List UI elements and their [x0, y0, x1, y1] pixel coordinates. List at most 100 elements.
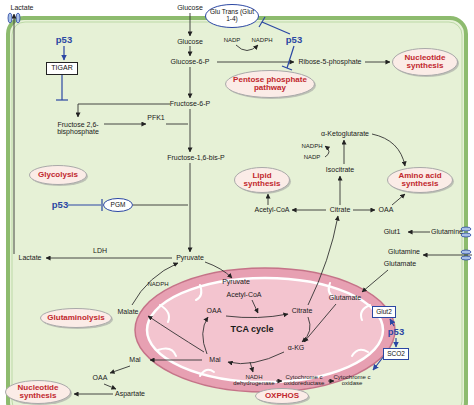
p53-label: p53 — [388, 327, 404, 337]
metabolite-label: Malate — [117, 308, 138, 315]
activation-arrow — [395, 338, 396, 347]
metabolite-label: Fructose 2,6-bisphosphate — [49, 121, 107, 136]
flow-arrow — [14, 14, 15, 254]
oval-shape — [256, 389, 309, 404]
metabolite-label: Acetyl-CoA — [226, 291, 261, 298]
oval-shape — [104, 199, 133, 212]
metabolite-label: Glutamate — [329, 294, 361, 301]
protein-symbol: Glu Trans (Glut 1-4) — [205, 4, 259, 28]
protein-label: Glut2 — [376, 309, 392, 316]
protein-label: Glu Trans (Glut 1-4) — [208, 9, 256, 23]
cofactor-label: NADH dehydrogenase — [231, 374, 277, 387]
metabolite-label: Glucose-6-P — [171, 58, 210, 65]
pathway-oval: Nucleotide synthesis — [5, 380, 71, 404]
cofactor-label: Cytochrome c oxidase — [331, 374, 373, 387]
inhibition-line — [68, 204, 101, 205]
flow-line — [166, 124, 188, 125]
crista — [160, 305, 169, 322]
pathway-oval: Glutaminolysis — [40, 308, 112, 328]
pathway-label: OXPHOS — [265, 392, 299, 400]
metabolite-label: Glutamate — [384, 260, 416, 267]
flow-arrow — [236, 45, 258, 51]
metabolite-label: Pyruvate — [176, 254, 204, 261]
cell-membrane-inner — [12, 22, 462, 405]
metabolite-label: Glutamine — [388, 248, 420, 255]
oval-shape — [206, 5, 259, 28]
cycle-arrow — [302, 317, 310, 342]
metabolite-label: LDH — [93, 247, 107, 254]
metabolite-label: Isocitrate — [326, 166, 354, 173]
cofactor-label: Cytochrome c oxidoreductase — [278, 374, 330, 387]
flow-arrow — [190, 13, 191, 36]
flow-arrow — [217, 62, 294, 63]
oval-shape — [235, 168, 290, 193]
oval-shape — [30, 166, 87, 185]
cofactor-label: NADPH — [251, 37, 272, 43]
flow-arrow — [392, 194, 405, 205]
transporters — [8, 13, 471, 260]
flow-arrow — [328, 381, 334, 382]
metabolite-label: Glucose — [177, 4, 203, 11]
inhibition-bar — [101, 199, 102, 211]
protein-label: PGM — [111, 202, 126, 209]
pathway-label: Lipid synthesis — [237, 172, 287, 189]
inhibition-line — [61, 75, 62, 100]
flow-arrow — [190, 46, 191, 56]
flow-arrow — [74, 394, 113, 395]
inhibition-bar — [56, 99, 68, 100]
flow-arrow — [365, 62, 390, 63]
protein-box: TIGAR — [46, 62, 78, 75]
metabolite-label: Mal — [129, 356, 140, 363]
crista — [361, 305, 370, 320]
flow-arrow — [344, 140, 345, 164]
metabolite-label: Glutamine — [431, 228, 463, 235]
oval-shape — [388, 168, 453, 193]
metabolite-label: Ribose-5-phosphate — [298, 58, 361, 65]
metabolite-label: α-Ketoglutarate — [321, 130, 369, 137]
flow-arrow — [190, 163, 191, 252]
cycle-arrow — [203, 317, 208, 354]
protein-label: TIGAR — [51, 64, 72, 71]
mitochondrion-outer — [135, 268, 395, 392]
metabolite-label: Lactate — [11, 4, 34, 11]
flow-arrow — [268, 194, 269, 205]
flow-line — [133, 205, 188, 206]
mitochondrion-inner — [147, 278, 383, 382]
transporter-symbol — [461, 250, 471, 254]
protein-symbol: Glut2 — [372, 306, 396, 318]
p53-label: p53 — [52, 200, 68, 210]
inhibition-line — [287, 46, 294, 68]
protein-symbol: SCO2 — [383, 348, 409, 360]
flow-arrow — [110, 366, 130, 373]
flow-arrow — [205, 262, 232, 278]
crista — [158, 348, 176, 356]
crista — [352, 350, 368, 356]
flow-arrow — [104, 384, 116, 389]
oval-shape — [226, 71, 315, 98]
pathway-label: Glycolysis — [38, 171, 78, 179]
metabolite-label: OAA — [379, 206, 394, 213]
p53-label: p53 — [56, 35, 72, 45]
oval-shape — [6, 381, 71, 404]
crista — [200, 370, 214, 376]
inhibition-bar — [259, 17, 265, 27]
pathway-oval: Amino acid synthesis — [387, 167, 453, 193]
flow-arrows — [14, 13, 472, 394]
cofactor-label: NADPH — [147, 281, 168, 287]
cycle-arrow — [226, 314, 288, 318]
oval-shape — [393, 49, 458, 76]
flow-arrow — [190, 67, 191, 98]
metabolite-label: Glucose — [177, 38, 203, 45]
metabolite-label: Aspartate — [115, 390, 145, 397]
cofactor-label: NADP — [224, 37, 241, 43]
pathway-oval: Glycolysis — [29, 165, 87, 185]
flow-arrow — [408, 232, 430, 233]
flow-arrow — [353, 210, 375, 211]
flow-arrow — [292, 210, 326, 211]
metabolite-label: Fructose-6-P — [170, 100, 210, 107]
flow-arrow — [362, 270, 388, 292]
metabolite-label: Lactate — [19, 254, 42, 261]
cofactor-label: NADPH — [301, 143, 322, 149]
transporter-symbol — [8, 13, 12, 23]
